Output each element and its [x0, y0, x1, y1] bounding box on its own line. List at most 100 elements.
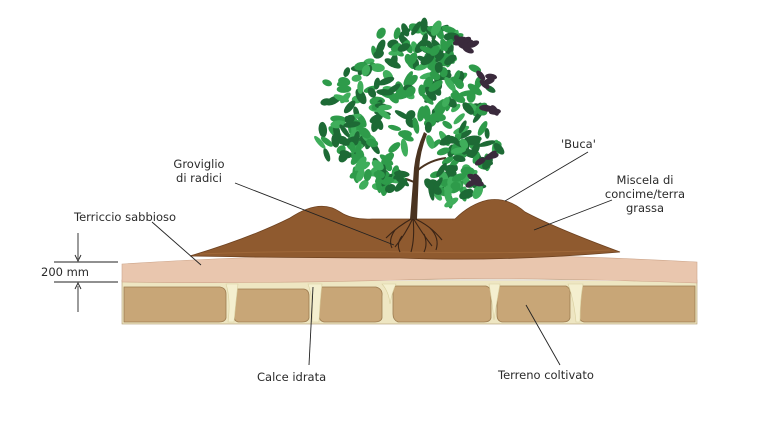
- leaf: [424, 178, 435, 190]
- leaf: [356, 168, 365, 182]
- leaf: [430, 20, 442, 36]
- leaf: [451, 173, 467, 182]
- leaf: [430, 112, 446, 122]
- leaf: [323, 148, 331, 162]
- leaf: [474, 76, 483, 89]
- leaf: [458, 120, 467, 134]
- tree-trunk: [410, 132, 427, 219]
- leaf: [344, 114, 355, 124]
- leaf: [486, 150, 497, 160]
- leaf: [444, 197, 459, 208]
- leaf: [343, 67, 351, 77]
- leaf: [373, 77, 381, 90]
- leaf: [381, 152, 395, 165]
- leaf: [314, 135, 326, 149]
- leaf: [405, 74, 418, 87]
- leaf: [367, 87, 377, 98]
- leaf: [375, 118, 384, 131]
- leaf: [384, 183, 396, 194]
- leaf: [418, 84, 426, 97]
- leaf: [454, 78, 464, 90]
- leaf: [348, 152, 360, 161]
- leaf: [436, 147, 450, 156]
- leaf: [426, 135, 435, 149]
- leaf: [421, 33, 429, 47]
- leaf: [444, 76, 456, 92]
- leaf: [433, 99, 445, 111]
- leaf: [357, 80, 364, 94]
- leaf: [493, 142, 505, 155]
- leaf: [366, 138, 379, 148]
- leaf: [452, 88, 461, 101]
- leaf: [453, 70, 461, 82]
- leaf: [452, 39, 465, 46]
- leaf: [338, 77, 351, 87]
- leaf: [453, 113, 465, 125]
- label-depth: 200 mm: [41, 265, 90, 279]
- leaf: [442, 97, 450, 108]
- leaf: [394, 110, 410, 120]
- leaf: [420, 53, 435, 66]
- leaf: [478, 140, 496, 147]
- tree-illustration: [314, 17, 505, 209]
- leaf: [479, 79, 490, 89]
- leaf: [434, 61, 443, 73]
- label-hole: 'Buca': [561, 137, 596, 151]
- leaf: [371, 160, 384, 171]
- leaf: [450, 181, 461, 190]
- leaf: [467, 83, 483, 96]
- leaf: [441, 25, 457, 34]
- leaf: [361, 64, 371, 77]
- leaf: [400, 138, 409, 157]
- leaf: [415, 63, 429, 71]
- leaf: [376, 108, 391, 120]
- leaf: [405, 86, 416, 97]
- leaf: [349, 141, 356, 154]
- leaf: [343, 100, 356, 114]
- leaf: [376, 89, 394, 96]
- leaf: [320, 136, 333, 147]
- leaf: [322, 79, 332, 87]
- leaf: [405, 110, 416, 120]
- leaf: [411, 21, 422, 36]
- leaf: [331, 133, 340, 148]
- leaf: [424, 121, 432, 133]
- leaf: [421, 93, 434, 105]
- leaf: [375, 39, 386, 55]
- leaf: [462, 46, 474, 54]
- leaf: [463, 135, 482, 144]
- leaf: [351, 74, 362, 82]
- leaf: [363, 169, 372, 182]
- leaf: [339, 150, 352, 159]
- leaf: [336, 85, 352, 93]
- leaf: [333, 94, 350, 103]
- leaf: [378, 76, 395, 86]
- leaf: [476, 70, 486, 81]
- leaf: [441, 156, 454, 165]
- leaf: [388, 142, 401, 153]
- leaf: [417, 106, 426, 122]
- leaf: [435, 52, 445, 63]
- leaf: [353, 131, 360, 146]
- leaf: [436, 163, 447, 177]
- sandy-soil-layer: [121, 254, 698, 284]
- leaf: [429, 45, 440, 56]
- compost-mound: [189, 199, 621, 260]
- leaf: [394, 170, 410, 178]
- leaf: [485, 73, 498, 80]
- leaf: [444, 185, 452, 203]
- leaf: [358, 126, 371, 139]
- leaf: [457, 90, 474, 97]
- leaf: [387, 124, 402, 131]
- leaf: [460, 191, 473, 199]
- leaf: [474, 157, 486, 166]
- leaf: [482, 105, 495, 112]
- leaf: [376, 27, 386, 39]
- leaf: [401, 23, 410, 37]
- leaf: [462, 102, 474, 115]
- leaf: [470, 142, 481, 158]
